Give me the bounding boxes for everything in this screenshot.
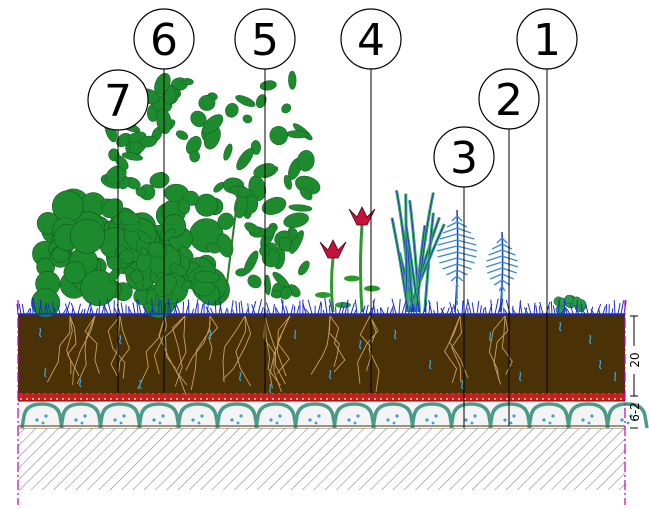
substrate-dimension-label: 20 <box>628 352 642 367</box>
structural-base-layer <box>18 428 625 490</box>
callout-3-number: 3 <box>450 133 478 184</box>
callout-6-number: 6 <box>150 15 178 66</box>
callout-7-number: 7 <box>104 76 132 127</box>
drainage-layer <box>18 401 647 428</box>
filter-fabric-layer <box>18 393 625 401</box>
drainage-dimension-label: 6-2 <box>628 402 642 422</box>
callout-1-number: 1 <box>533 15 561 66</box>
callout-2-number: 2 <box>495 75 523 126</box>
callout-4-number: 4 <box>357 15 385 66</box>
callout-5-number: 5 <box>251 15 279 66</box>
dimension-annotations: 20 6-2 <box>628 316 642 428</box>
substrate-soil-layer <box>18 314 625 393</box>
flower-perennials <box>315 207 380 312</box>
grass-clump <box>392 190 444 312</box>
flower-icon <box>320 240 346 258</box>
